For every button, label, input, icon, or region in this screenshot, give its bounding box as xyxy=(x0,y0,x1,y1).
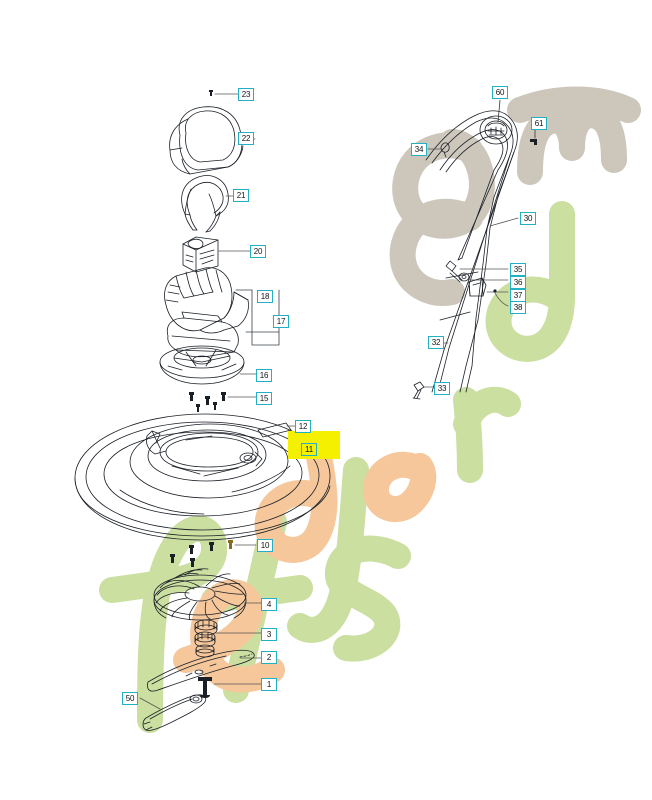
callout-motor-housing-assembly[interactable]: 17 xyxy=(273,315,289,328)
callout-spacer-washer-set[interactable]: 3 xyxy=(261,628,277,641)
callout-deck-fixing-screws[interactable]: 10 xyxy=(257,539,273,552)
part-12-trim-strip xyxy=(257,422,292,438)
part-17-motor-lower-housing xyxy=(166,311,239,358)
callout-blade-bolt[interactable]: 1 xyxy=(261,678,277,691)
callout-motor-cover-upper[interactable]: 18 xyxy=(257,290,273,303)
callout-lower-handle-bar[interactable]: 32 xyxy=(428,336,444,349)
part-15-screws xyxy=(189,392,226,412)
callout-screw-top-cover[interactable]: 23 xyxy=(238,88,254,101)
part-4-impeller xyxy=(153,568,247,621)
part-10-deck-screws xyxy=(170,540,233,567)
part-21-bail-bar xyxy=(181,175,229,233)
leader-50 xyxy=(139,697,161,710)
leader-30 xyxy=(489,217,519,227)
part-33-lower-bolt xyxy=(412,381,425,400)
leader-60 xyxy=(497,99,501,123)
part-36-washer xyxy=(458,272,470,282)
callout-blade-spanner-tool[interactable]: 50 xyxy=(122,692,138,705)
callout-lower-handle-bolt[interactable]: 33 xyxy=(434,382,450,395)
part-30-upper-handle xyxy=(425,110,518,393)
part-23-screw xyxy=(209,90,213,96)
callout-handle-bail-bar[interactable]: 21 xyxy=(233,189,249,202)
callout-motor-fan-shroud[interactable]: 16 xyxy=(256,369,272,382)
part-60-grip-cap xyxy=(479,115,513,145)
callout-impeller-fan[interactable]: 4 xyxy=(261,598,277,611)
part-50-spanner xyxy=(142,694,207,731)
callout-cable-clip[interactable]: 34 xyxy=(411,143,427,156)
leader-38 xyxy=(494,292,509,307)
part-18-motor-cover xyxy=(164,267,249,334)
callout-grass-box-lid[interactable]: 22 xyxy=(238,132,254,145)
part-20-switch-box xyxy=(182,236,219,273)
callout-handle-washer[interactable]: 36 xyxy=(510,276,526,289)
part-10-target-screw xyxy=(228,540,233,549)
callout-main-deck-body[interactable]: 11 xyxy=(301,443,317,456)
part-3-spacers xyxy=(194,619,218,658)
callout-grip-cap-screw[interactable]: 61 xyxy=(531,117,547,130)
part-16-fan-shroud xyxy=(159,345,245,385)
callout-handle-bolt[interactable]: 35 xyxy=(510,263,526,276)
callout-switch-box[interactable]: 20 xyxy=(250,245,266,258)
part-22-cover xyxy=(169,106,244,175)
callout-handle-upper-grip-cap[interactable]: 60 xyxy=(492,86,508,99)
callout-cutting-blade[interactable]: 2 xyxy=(261,651,277,664)
callout-knob-insert[interactable]: 38 xyxy=(510,301,526,314)
part-38-insert xyxy=(493,289,497,293)
callout-upper-handle-bar[interactable]: 30 xyxy=(520,212,536,225)
callout-deck-trim-strip[interactable]: 12 xyxy=(295,420,311,433)
part-61-screw xyxy=(530,139,537,145)
callout-shroud-screws[interactable]: 15 xyxy=(256,392,272,405)
part-37-knob xyxy=(468,277,487,297)
